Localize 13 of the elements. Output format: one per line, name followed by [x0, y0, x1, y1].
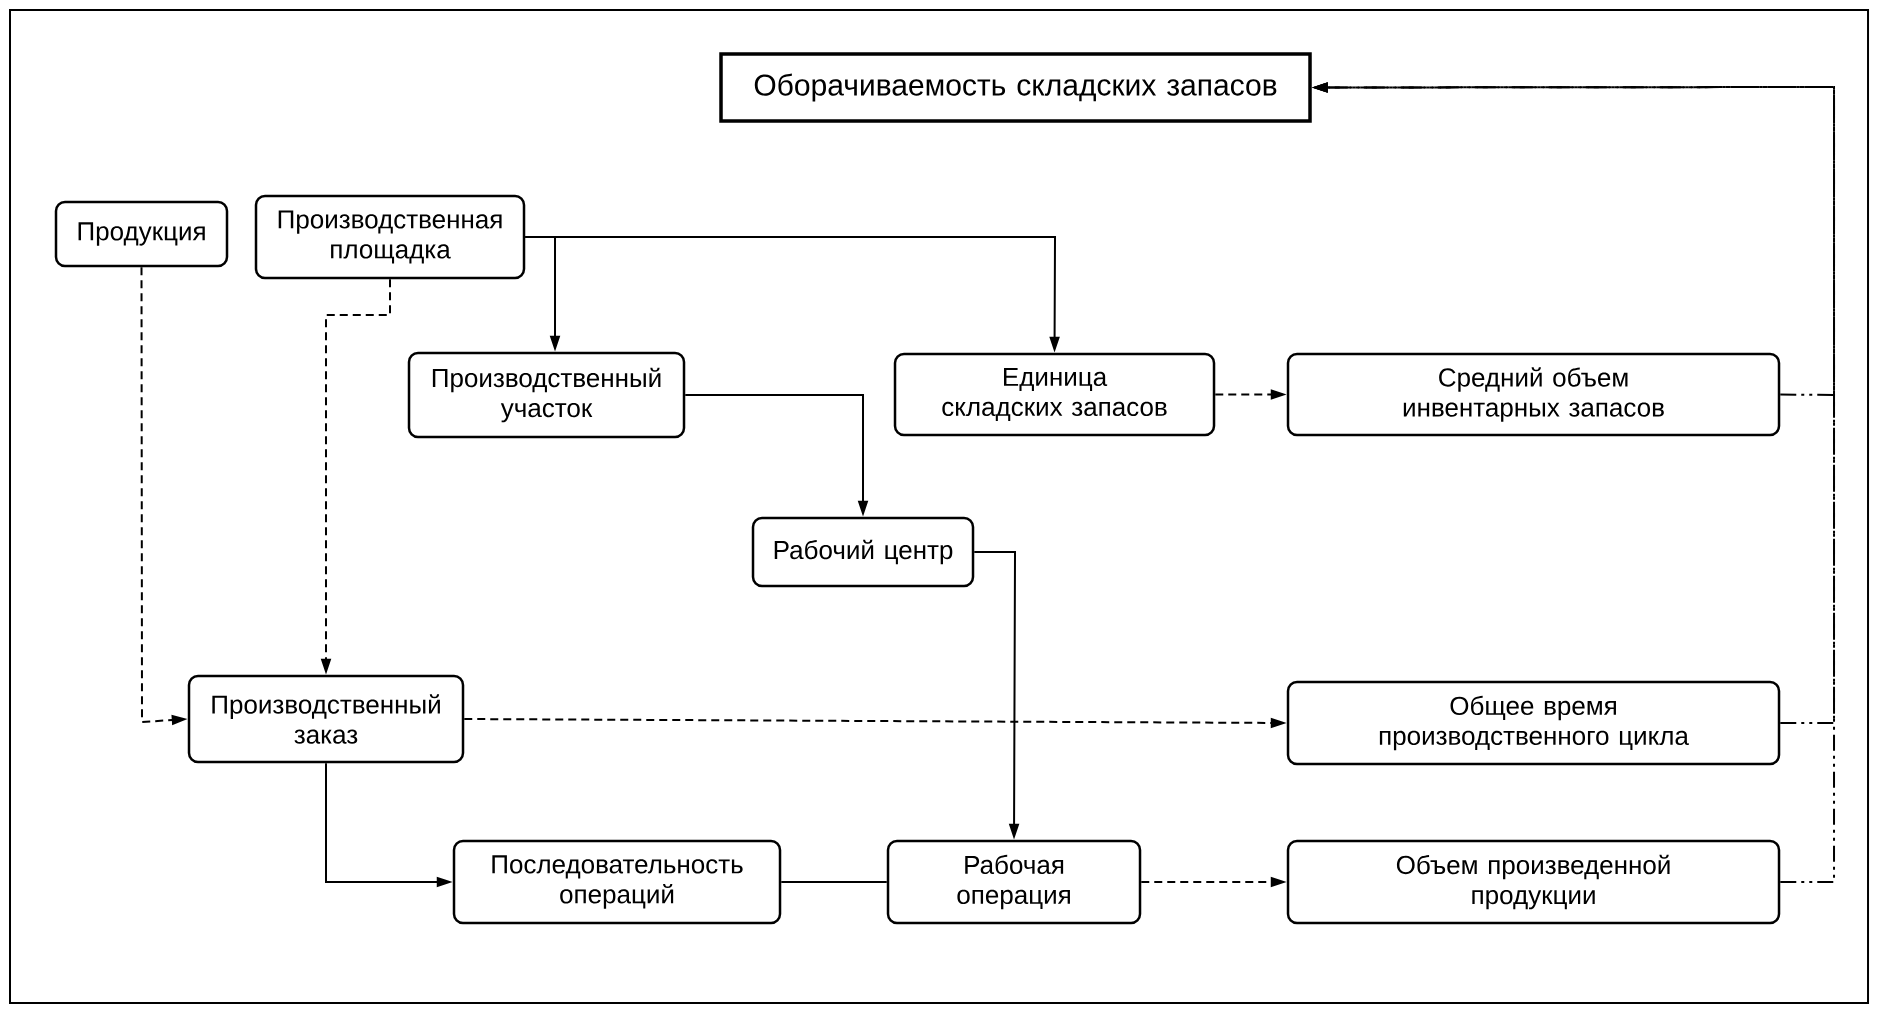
heading-box: Оборачиваемость складских запасов	[719, 52, 1312, 123]
process-box: Производственный заказ	[187, 674, 465, 764]
process-box: Объем произведенной продукции	[1286, 839, 1781, 925]
connector-line	[780, 881, 888, 883]
process-box: Единица складских запасов	[893, 352, 1216, 437]
process-box: Продукция	[54, 200, 229, 268]
process-box: Рабочая операция	[886, 839, 1142, 925]
process-box: Производственная площадка	[254, 194, 526, 280]
process-box: Рабочий центр	[751, 516, 975, 588]
process-box: Производственный участок	[407, 351, 686, 439]
process-box: Средний объем инвентарных запасов	[1286, 352, 1781, 437]
process-box: Общее время производственного цикла	[1286, 680, 1781, 766]
process-box: Последовательность операций	[452, 839, 782, 925]
